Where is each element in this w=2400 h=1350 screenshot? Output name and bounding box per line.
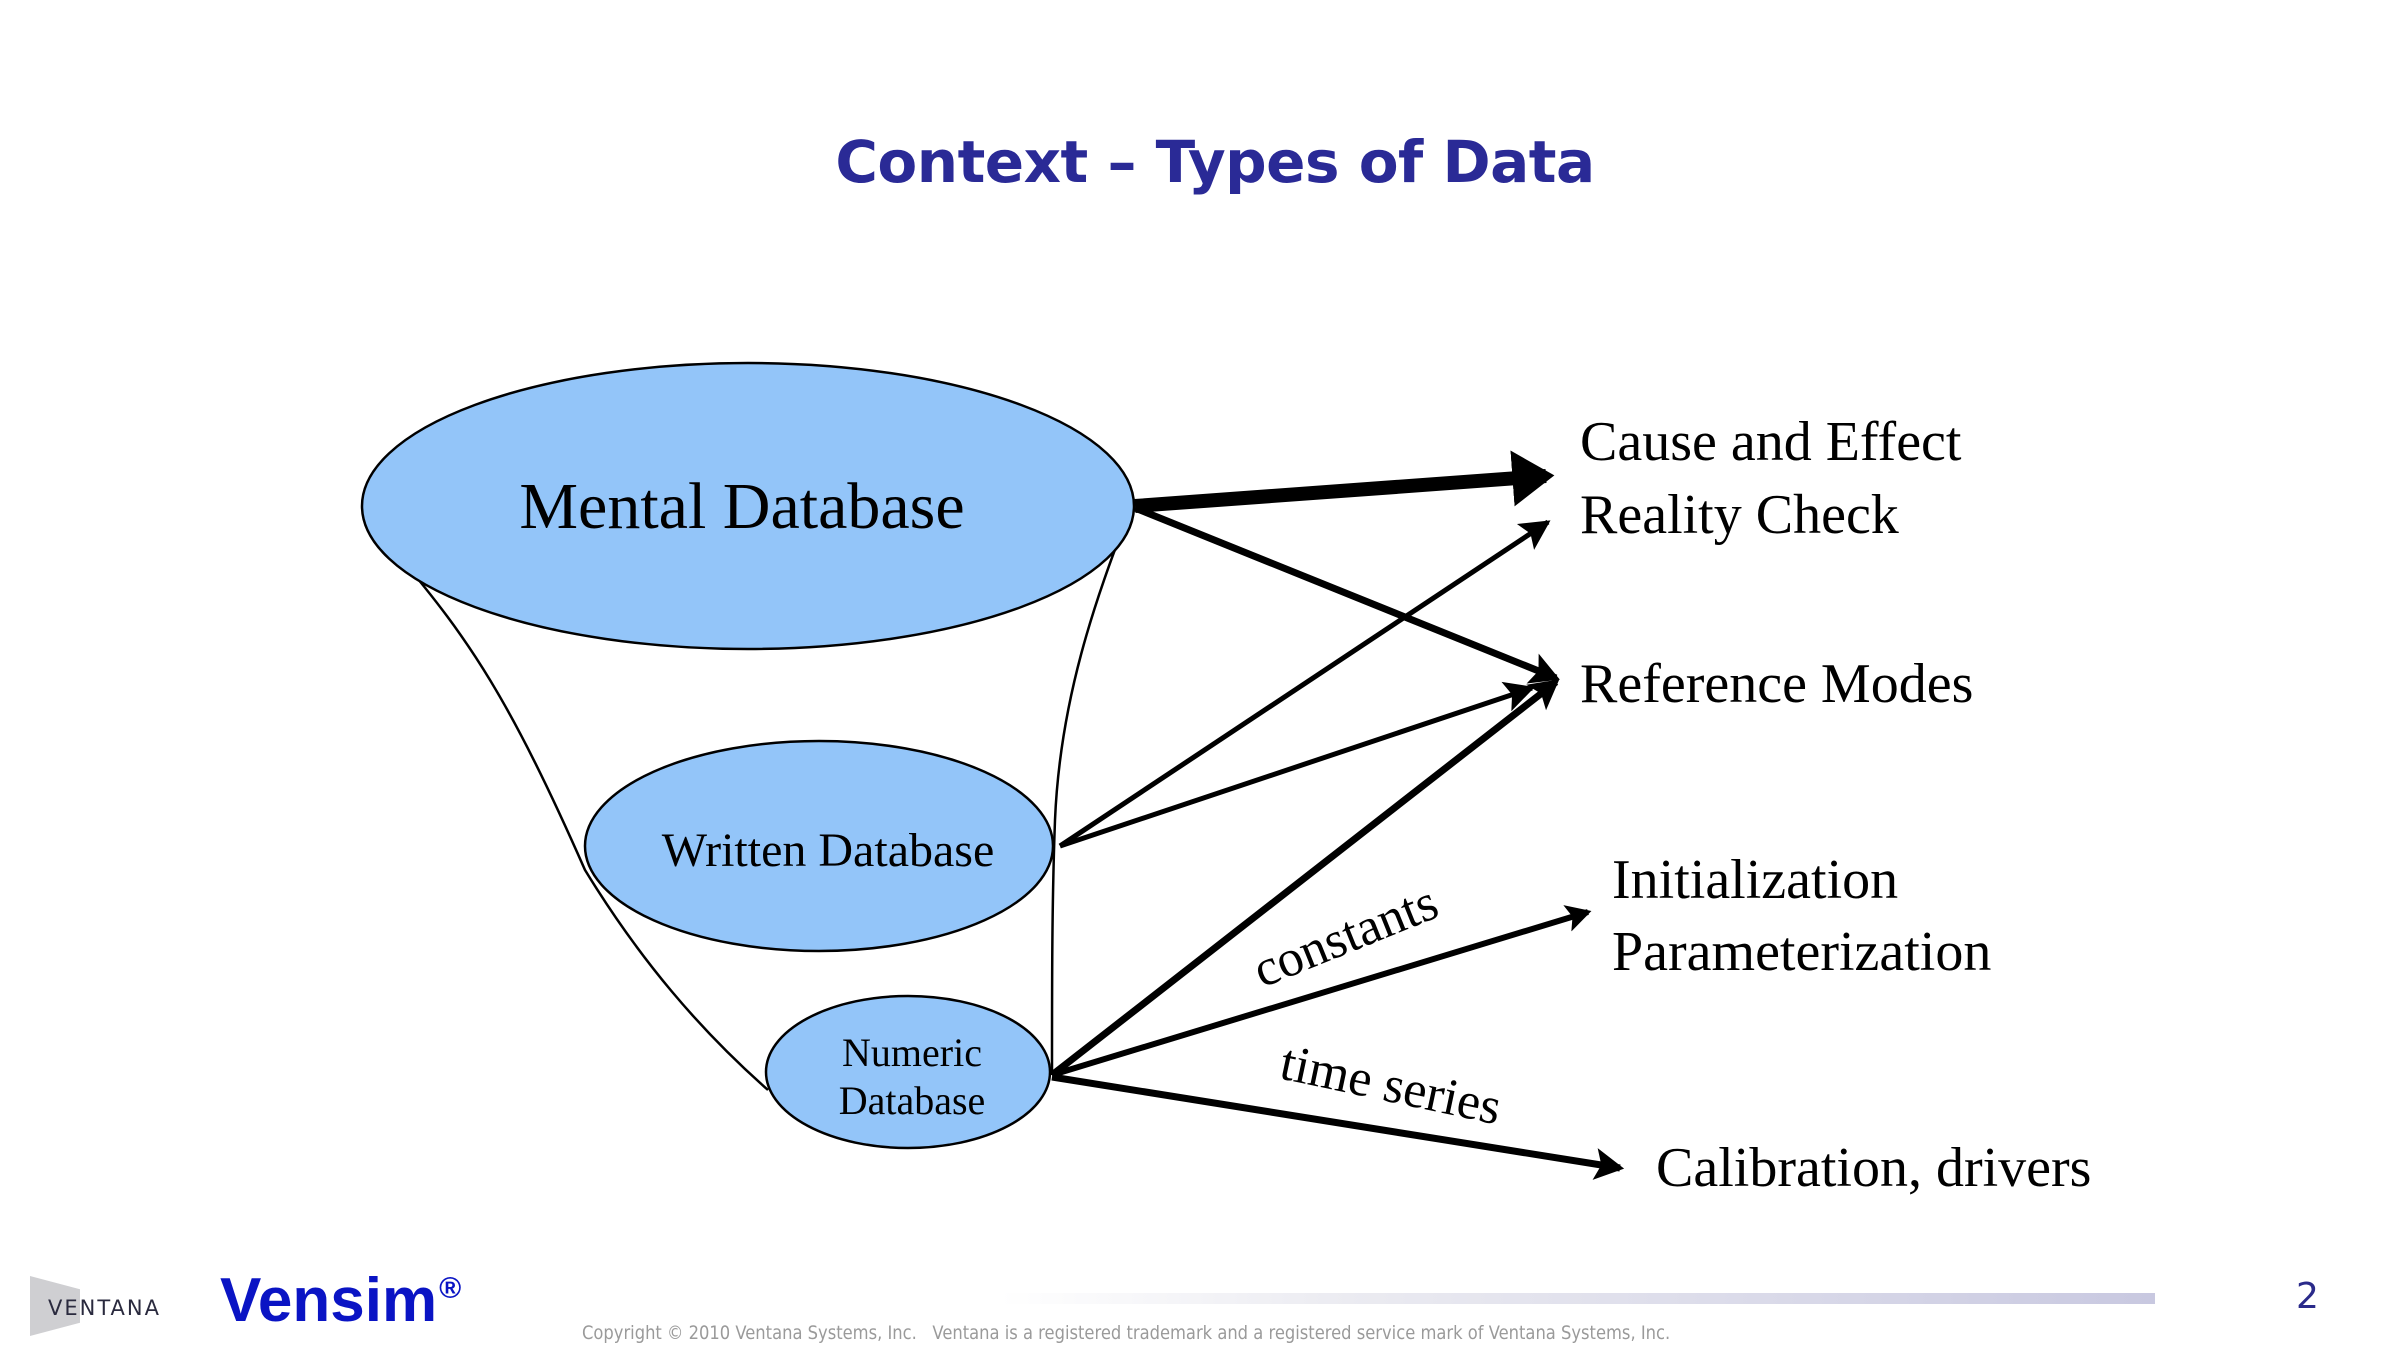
numeric-database-ellipse [764, 994, 1052, 1150]
mental-database-node: Mental Database [360, 361, 1136, 651]
numeric-database-node: Numeric Database [764, 994, 1052, 1150]
slide-title: Context – Types of Data [835, 128, 1595, 196]
outcome-reference-modes: Reference Modes [1580, 653, 1973, 715]
outcome-calibration-drivers: Calibration, drivers [1656, 1137, 2091, 1199]
ventana-logo: VENTANA [28, 1274, 188, 1338]
arrow-numeric-to-initialization [1051, 905, 1592, 1078]
vensim-logo-text: Vensim [220, 1266, 438, 1335]
page-number: 2 [2296, 1276, 2319, 1317]
mental-database-ellipse [360, 361, 1136, 651]
arrow-mental-to-cause-effect [1134, 450, 1555, 513]
written-database-ellipse [583, 739, 1055, 953]
footer-gradient-bar [1000, 1293, 2155, 1304]
written-database-node: Written Database [583, 739, 1055, 953]
outcome-parameterization: Parameterization [1612, 921, 1991, 983]
copyright-notice: Copyright © 2010 Ventana Systems, Inc. V… [582, 1322, 1671, 1344]
edge-label-constants: constants [1245, 874, 1446, 999]
vensim-logo: Vensim® [220, 1270, 461, 1332]
numeric-database-label-line2: Database [839, 1078, 986, 1123]
arrow-numeric-to-reference-modes [1049, 679, 1560, 1078]
funnel-left-line [397, 554, 769, 1091]
written-database-label: Written Database [662, 824, 995, 877]
outcome-cause-and-effect: Cause and Effect [1580, 411, 1962, 473]
arrow-written-to-reference-modes [1059, 681, 1535, 849]
outcome-reality-check: Reality Check [1580, 484, 1899, 546]
funnel-right-line [1050, 509, 1132, 1076]
ventana-logo-text: VENTANA [48, 1296, 161, 1320]
numeric-database-label-line1: Numeric [842, 1030, 982, 1075]
registered-trademark-icon: ® [439, 1272, 462, 1305]
arrow-numeric-to-calibration [1051, 1073, 1625, 1180]
outcome-initialization: Initialization [1612, 849, 1898, 911]
arrow-written-to-reality-check [1058, 519, 1551, 849]
arrow-mental-to-reference-modes [1133, 504, 1560, 684]
mental-database-label: Mental Database [519, 470, 964, 543]
